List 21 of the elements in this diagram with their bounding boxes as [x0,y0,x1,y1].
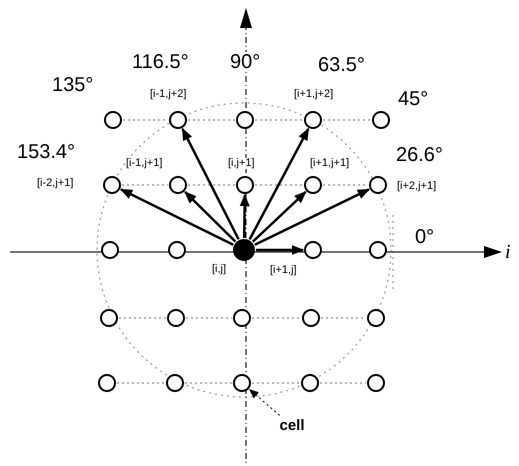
cell-label: cell [272,416,312,436]
index-label: [i+1,j+2] [294,89,334,100]
arrow [252,190,307,243]
index-label: [i+1,j+1] [310,158,350,169]
arrow [248,128,310,240]
arrow [184,191,236,242]
index-label: [i-1,j+2] [150,89,186,100]
index-label: [i,j] [212,264,226,275]
index-label: [i,j+1] [228,158,255,169]
arrow [181,128,240,240]
index-label: [i-1,j+1] [126,158,162,169]
leader-line [248,388,280,416]
arrow [256,245,304,255]
index-label: [i+1,j] [270,265,297,276]
angle-label: 90° [230,52,260,72]
index-label: [i-2,j+1] [37,178,74,189]
index-label: [i+2,j+1] [397,181,436,192]
arrow [120,188,234,246]
arrow [240,194,250,238]
arrow [254,188,370,246]
axis-label: i [505,242,511,262]
